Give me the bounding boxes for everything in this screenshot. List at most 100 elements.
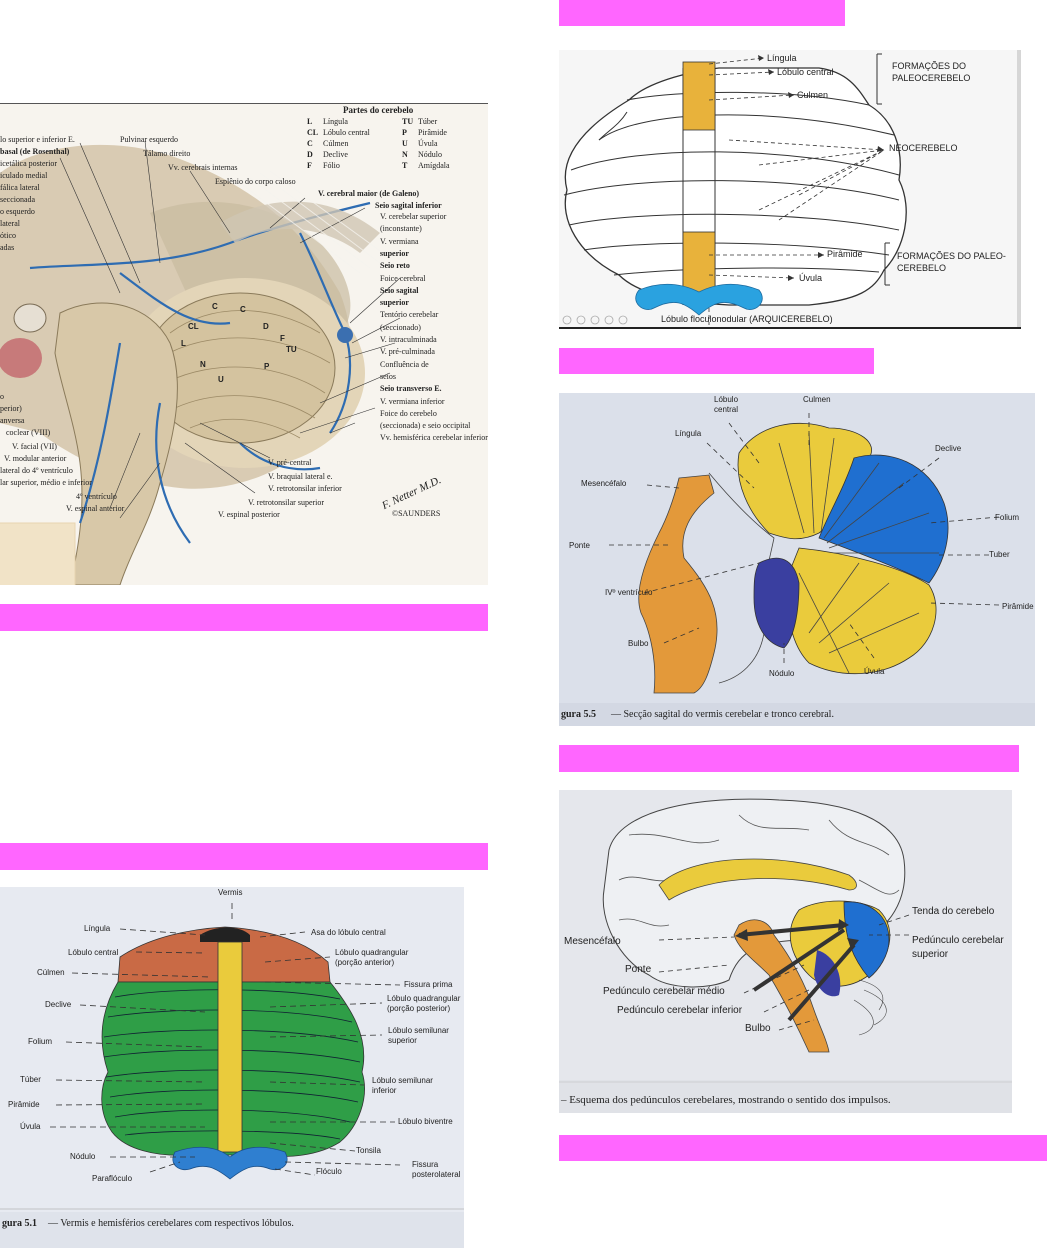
netter-bottom-label-7: lar superior, médio e inferior [0,479,92,487]
d3-fissura-prima: Fissura prima [404,981,452,989]
d2-lingula: Língula [675,430,701,438]
d2-lobulo-central-1: Lóbulo [714,396,738,404]
lobe-letter-cl: CL [188,323,199,331]
d3-quad-post-1: Lóbulo quadrangular [387,995,460,1003]
legend-abbr-c: C [307,140,313,148]
netter-right-label-0: V. cerebelar superior [380,213,446,221]
lobe-letter-f: F [280,335,285,343]
d3-fissura-post-1: Fissura [412,1161,438,1169]
netter-right-label-11: V. pré-culminada [380,348,435,356]
legend-name-u: Úvula [418,140,438,148]
d4-ponte: Ponte [625,965,651,975]
d3-semilunar-sup-2: superior [388,1037,417,1045]
vermis-sagittal-section: Lóbulo central Culmen Língula Declive Me… [559,393,1035,726]
netter-bottom-label-0: o [0,393,4,401]
peduncles-diagram: Tenda do cerebelo Mesencéfalo Pedúnculo … [559,790,1012,1113]
d3-culmen: Cúlmen [37,969,65,977]
netter-right-label-8: Tentório cerebelar [380,311,438,319]
d2-ventriculo: IVº ventrículo [605,589,652,597]
netter-bottom-label-5: V. modular anterior [4,455,66,463]
d3-quad-ant-1: Lóbulo quadrangular [335,949,408,957]
netter-right-label-16: Foice do cerebelo [380,410,437,418]
d3-declive: Declive [45,1001,71,1009]
netter-bottom-label-9: V. espinal anterior [66,505,124,513]
netter-right-labels: V. cerebelar superior (inconstante) V. ver… [380,213,488,453]
d2-bulbo: Bulbo [628,640,648,648]
d1-culmen: Culmen [797,91,828,100]
netter-right-label-3: superior [380,250,409,258]
d1-paleo-top-1: FORMAÇÕES DO [892,62,966,71]
netter-illustration: C C CL D F TU L P N U Partes do cerebelo… [0,103,488,585]
d2-nodulo: Nódulo [769,670,794,678]
netter-left-label-0: lo superior e inferior E. [0,136,75,144]
d3-lingula: Língula [84,925,110,933]
netter-left-label-8: ótico [0,232,16,240]
netter-bottom-label-12: V. retrotonsilar inferior [268,485,342,493]
d2-mesencefalo: Mesencéfalo [581,480,626,488]
label-galeno: V. cerebral maior (de Galeno) [318,190,419,198]
netter-right-label-14: Seio transverso E. [380,385,442,393]
header-bar-left-2 [0,843,488,870]
netter-right-label-10: V. intraculminada [380,336,437,344]
legend-abbr-u: U [402,140,408,148]
d4-bulbo: Bulbo [745,1024,771,1034]
d3-semilunar-inf-2: inferior [372,1087,396,1095]
d3-tonsila: Tonsila [356,1147,381,1155]
netter-right-label-9: (seccionado) [380,324,421,332]
d1-piramide: Pirâmide [827,250,863,259]
legend-name-t: Amígdala [418,162,450,170]
header-bar-right-4 [559,1135,1047,1161]
header-bar-right-3 [559,745,1019,772]
legend-name-n: Nódulo [418,151,442,159]
netter-right-label-6: Seio sagital [380,287,418,295]
d2-ponte: Ponte [569,542,590,550]
header-bar-left-1 [0,604,488,631]
legend-abbr-t: T [402,162,407,170]
netter-right-label-1: (inconstante) [380,225,422,233]
d2-declive: Declive [935,445,961,453]
d2-tuber: Tuber [989,551,1010,559]
netter-bottom-label-4: V. facial (VII) [12,443,57,451]
netter-bottom-label-3: coclear (VIII) [6,429,50,437]
header-bar-top-right [559,0,845,26]
cerebellum-formations-diagram: Língula Lóbulo central Culmen FORMAÇÕES … [559,50,1021,329]
d2-piramide: Pirâmide [1002,603,1034,611]
d1-lobulo-central: Lóbulo central [777,68,834,77]
netter-right-label-12: Confluência de [380,361,429,369]
legend-abbr-cl: CL [307,129,318,137]
d3-tuber: Túber [20,1076,41,1084]
d3-semilunar-sup-1: Lóbulo semilunar [388,1027,449,1035]
d2-folium: Folium [995,514,1019,522]
d3-biventre: Lóbulo biventre [398,1118,453,1126]
netter-right-label-18: Vv. hemisférica cerebelar inferior [380,434,488,442]
d3-uvula: Úvula [20,1123,40,1131]
d3-vermis: Vermis [218,889,242,897]
netter-bottom-label-8: 4º ventrículo [76,493,117,501]
d3-quad-ant-2: (porção anterior) [335,959,394,967]
d1-neo: NEOCEREBELO [889,144,958,153]
lobe-letter-l: L [181,340,186,348]
netter-left-label-6: o esquerdo [0,208,35,216]
netter-bottom-label-6: lateral do 4º ventrículo [0,467,73,475]
d3-quad-post-2: (porção posterior) [387,1005,450,1013]
netter-left-labels: lo superior e inferior E. basal (de Rosen… [0,136,90,276]
d2-lobulo-central-2: central [714,406,738,414]
netter-bottom-label-1: perior) [0,405,22,413]
lobe-letter-n: N [200,361,206,369]
label-vv-cerebrais: Vv. cerebrais internas [168,164,237,172]
lobe-letter-c1: C [212,303,218,311]
netter-bottom-label-14: V. espinal posterior [218,511,280,519]
netter-left-label-1: basal (de Rosenthal) [0,148,69,156]
d4-tenda: Tenda do cerebelo [912,907,994,917]
d1-lingula: Língula [767,54,797,63]
netter-left-label-7: lateral [0,220,20,228]
netter-right-label-7: superior [380,299,409,307]
netter-right-label-2: V. vermiana [380,238,419,246]
netter-left-label-5: seccionada [0,196,35,204]
netter-right-label-15: V. vermiana inferior [380,398,445,406]
d3-lobulo-central: Lóbulo central [68,949,118,957]
d1-paleo-bottom-1: FORMAÇÕES DO PALEO- [897,252,1006,261]
d4-pedunculo-sup-2: superior [912,950,948,960]
legend-abbr-f: F [307,162,312,170]
